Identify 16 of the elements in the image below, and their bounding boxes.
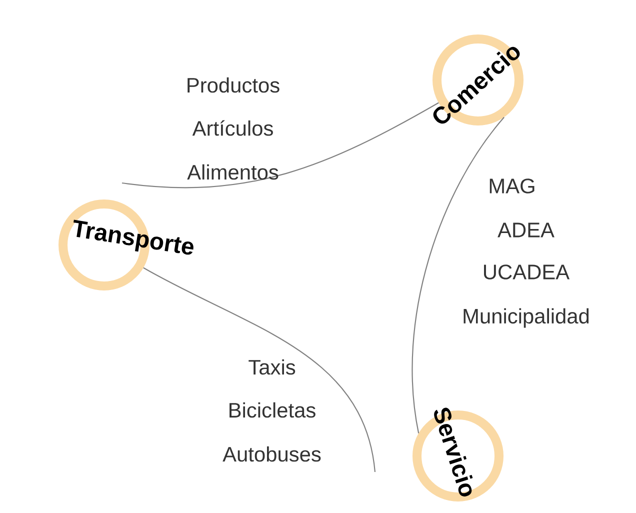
curved-line bbox=[143, 267, 376, 472]
list-item: Alimentos bbox=[187, 164, 278, 180]
list-item: MAG bbox=[490, 178, 534, 194]
ring-circle bbox=[432, 34, 524, 126]
curved-line bbox=[122, 102, 439, 188]
list-item: ADEA bbox=[498, 222, 554, 238]
list-item: Municipalidad bbox=[464, 308, 589, 328]
list-item: Autobuses bbox=[222, 446, 321, 462]
list-item: Productos bbox=[188, 77, 280, 93]
circle-title: Transporte bbox=[74, 220, 194, 255]
list-item: Taxis bbox=[248, 359, 296, 375]
list-item: UCADEA bbox=[484, 264, 570, 280]
list-item: Artículos bbox=[192, 120, 273, 136]
curved-line bbox=[412, 116, 505, 434]
list-item: Bicicletas bbox=[230, 402, 316, 418]
circle-title: Servicio bbox=[434, 408, 473, 496]
